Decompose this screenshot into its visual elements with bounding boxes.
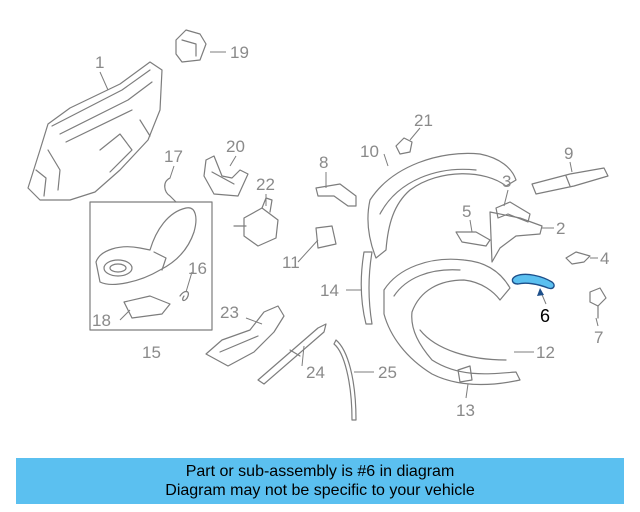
label-6-highlighted: 6 (540, 306, 550, 326)
part-5-bracket (455, 231, 491, 247)
label-13: 13 (456, 401, 475, 420)
footer-banner: Part or sub-assembly is #6 in diagram Di… (16, 458, 624, 504)
label-3: 3 (502, 172, 511, 191)
part-9-bracket (531, 167, 609, 195)
label-7: 7 (594, 328, 603, 347)
footer-line-1: Part or sub-assembly is #6 in diagram (185, 463, 455, 480)
part-25-strip (333, 339, 357, 421)
part-15-fuel-door-box (89, 201, 213, 331)
label-11: 11 (282, 253, 300, 272)
part-4-clip (565, 251, 591, 265)
part-8-bracket (315, 183, 357, 207)
part-19-bracket (175, 29, 207, 63)
label-5: 5 (462, 202, 471, 221)
footer-line-2: Diagram may not be specific to your vehi… (165, 482, 475, 499)
part-12-wheel-liner (383, 258, 521, 386)
part-7-push-clip (589, 287, 607, 319)
parts-diagram: 1 2 3 4 5 6 7 8 9 10 11 12 13 14 15 16 1… (27, 29, 609, 421)
label-24: 24 (306, 363, 325, 382)
part-13-clip (457, 365, 473, 383)
label-12: 12 (536, 343, 555, 362)
part-20-bracket (203, 155, 249, 197)
part-23-rail (205, 305, 285, 367)
part-22-actuator (233, 197, 279, 247)
label-14: 14 (320, 281, 339, 300)
part-6-highlighted-bracket (511, 273, 555, 290)
label-4: 4 (600, 249, 609, 268)
label-1: 1 (95, 53, 104, 72)
part-17-clip (164, 177, 177, 203)
label-10: 10 (360, 142, 379, 161)
label-21: 21 (414, 111, 433, 130)
leader-lines (99, 51, 599, 399)
part-14-trim (360, 251, 373, 325)
label-2: 2 (556, 219, 565, 238)
label-8: 8 (319, 153, 328, 172)
label-23: 23 (220, 303, 239, 322)
part-2-reinforcement (489, 211, 543, 263)
label-17: 17 (164, 147, 183, 166)
label-25: 25 (378, 363, 397, 382)
part-10-arch-liner (367, 152, 517, 259)
label-18: 18 (92, 311, 111, 330)
label-9: 9 (564, 144, 573, 163)
part-3-bracket (495, 201, 531, 223)
label-15: 15 (142, 343, 161, 362)
part-21-cap (395, 137, 413, 155)
label-20: 20 (226, 137, 245, 156)
label-16: 16 (188, 259, 207, 278)
part-1-quarter-panel (27, 61, 163, 201)
part-24-molding (257, 323, 327, 385)
label-22: 22 (256, 175, 275, 194)
label-19: 19 (230, 43, 249, 62)
part-11-panel (315, 225, 337, 249)
part-number-labels: 1 2 3 4 5 6 7 8 9 10 11 12 13 14 15 16 1… (92, 43, 609, 420)
